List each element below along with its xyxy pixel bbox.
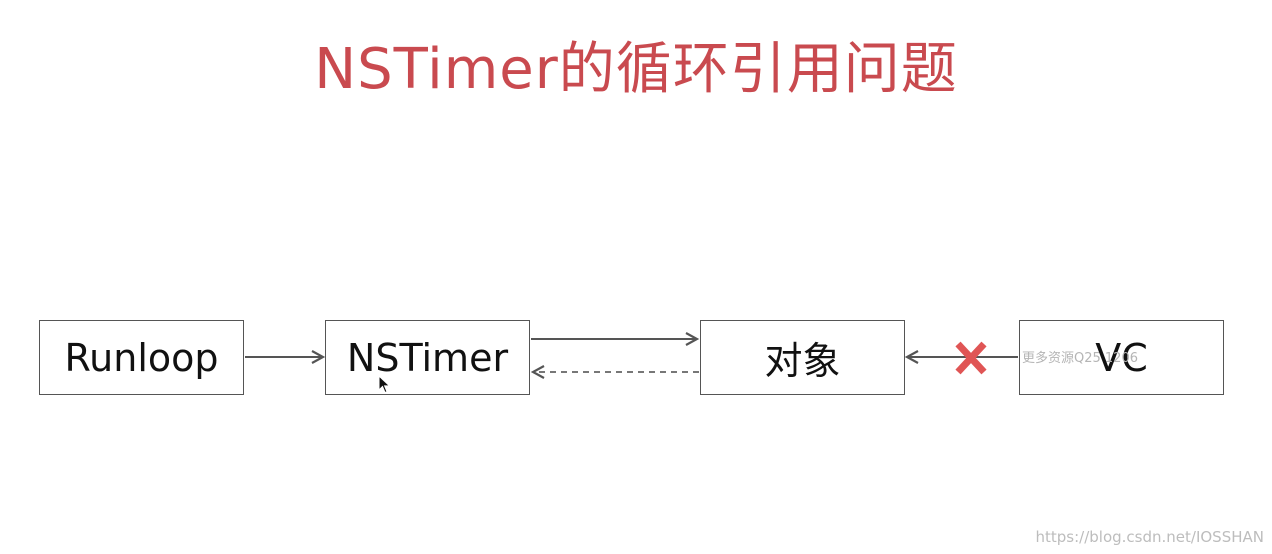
cross-icon bbox=[955, 341, 987, 375]
slide-title: NSTimer的循环引用问题 bbox=[314, 37, 958, 102]
node-nstimer: NSTimer bbox=[325, 320, 530, 395]
watermark-footer: https://blog.csdn.net/IOSSHAN bbox=[1035, 528, 1265, 546]
node-runloop: Runloop bbox=[39, 320, 244, 395]
watermark-overlay: 更多资源Q25 1206 bbox=[1022, 351, 1138, 366]
mouse-cursor-icon bbox=[378, 375, 391, 394]
node-object: 对象 bbox=[700, 320, 905, 395]
node-object-label: 对象 bbox=[764, 339, 841, 383]
node-nstimer-label: NSTimer bbox=[346, 335, 509, 380]
node-vc-label: VC bbox=[1095, 335, 1148, 380]
node-runloop-label: Runloop bbox=[64, 335, 219, 380]
node-vc: VC bbox=[1019, 320, 1224, 395]
